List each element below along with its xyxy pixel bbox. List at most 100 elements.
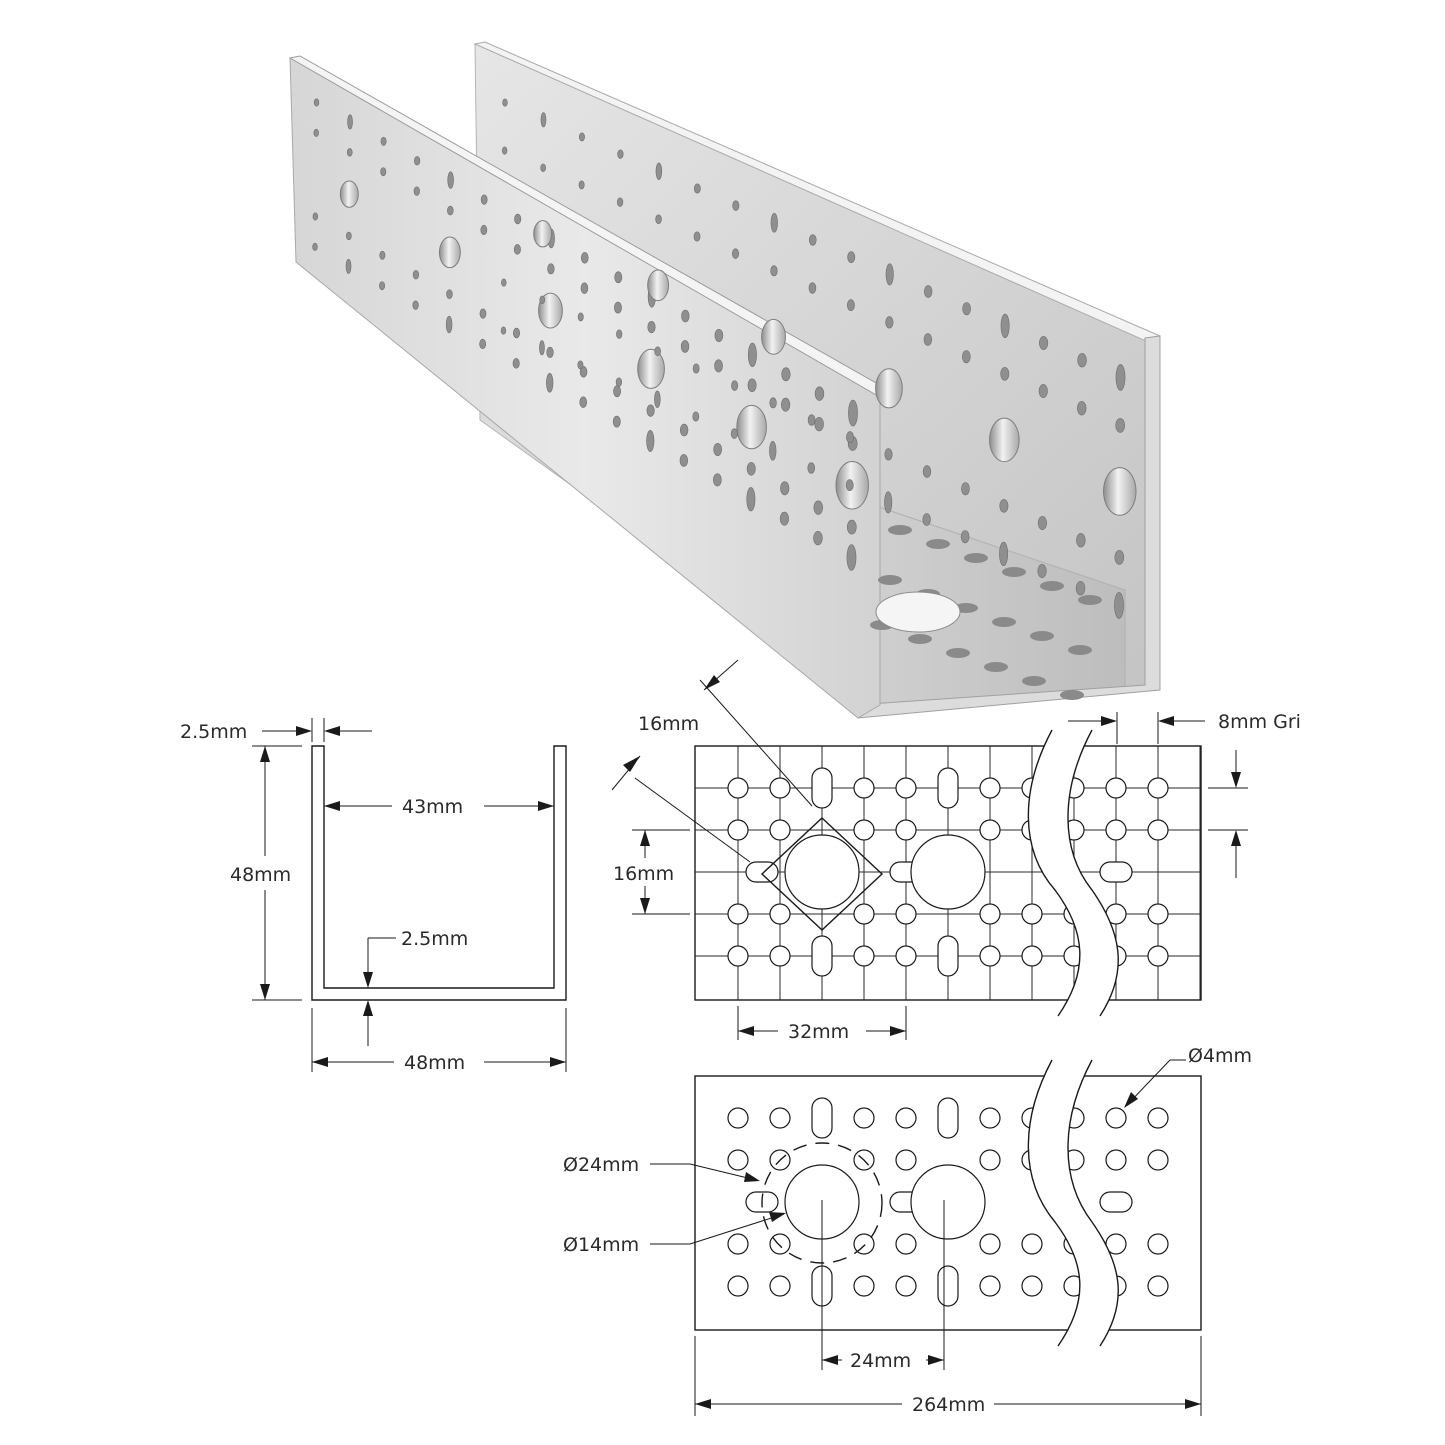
floor-hole: [878, 575, 902, 585]
small-hole: [979, 777, 1001, 799]
floor-hole: [992, 617, 1016, 627]
small-perforation: [579, 366, 588, 378]
channel-3d-render: [288, 41, 1161, 719]
small-hole: [895, 1149, 917, 1171]
large-bore-hole: [875, 368, 903, 409]
small-hole: [769, 819, 791, 841]
small-perforation: [1037, 564, 1047, 578]
small-hole: [895, 1107, 917, 1129]
small-hole: [727, 1233, 749, 1255]
small-perforation: [732, 200, 740, 211]
small-hole: [853, 819, 875, 841]
small-perforation: [884, 491, 893, 514]
channel-section-view: 2.5mm 43mm 48mm 2.5mm 48mm: [180, 718, 567, 1074]
small-perforation: [346, 231, 352, 241]
small-perforation: [578, 180, 585, 190]
floor-hole: [1060, 690, 1084, 700]
small-perforation: [578, 132, 585, 142]
small-hole: [1147, 903, 1169, 925]
small-perforation: [547, 263, 555, 275]
small-perforation: [447, 205, 454, 216]
small-perforation: [617, 197, 624, 207]
floor-bore-hole: [875, 591, 961, 633]
small-perforation: [713, 473, 722, 487]
small-perforation: [616, 329, 623, 339]
small-perforation: [312, 212, 319, 221]
small-perforation: [617, 149, 624, 159]
small-perforation: [732, 248, 739, 259]
slot-horizontal: [745, 861, 779, 883]
small-hole: [1021, 945, 1043, 967]
small-perforation: [655, 162, 663, 180]
small-hole: [895, 945, 917, 967]
slot-vertical: [811, 1097, 833, 1139]
small-perforation: [514, 213, 522, 225]
hole-grid-view: 16mm 8mm Gri 16mm 32mm: [611, 659, 1301, 1043]
small-hole: [1147, 1275, 1169, 1297]
small-perforation: [999, 499, 1009, 513]
small-perforation: [731, 380, 739, 391]
inner-width-label: 43mm: [402, 796, 463, 818]
slot-vertical: [937, 1265, 959, 1307]
small-perforation: [884, 448, 893, 461]
small-perforation: [681, 309, 690, 323]
floor-hole: [926, 539, 950, 549]
small-perforation: [814, 386, 825, 401]
small-hole: [1147, 777, 1169, 799]
floor-hole: [908, 634, 932, 644]
floor-hole: [946, 648, 970, 658]
small-perforation: [1077, 401, 1087, 416]
small-perforation: [848, 399, 858, 427]
small-perforation: [654, 390, 661, 408]
floor-hole: [1040, 581, 1064, 591]
small-perforation: [502, 98, 508, 107]
small-perforation: [813, 500, 823, 515]
small-perforation: [923, 333, 933, 346]
small-perforation: [808, 282, 817, 294]
hole-dimension-view: Ø4mm Ø24mm Ø14mm 24mm 264mm: [563, 1045, 1252, 1416]
small-perforation: [1075, 581, 1086, 596]
vertical-spacing-label: 16mm: [613, 863, 674, 885]
small-perforation: [480, 224, 488, 235]
small-perforation: [513, 244, 521, 255]
small-hole: [1105, 819, 1127, 841]
small-hole: [895, 819, 917, 841]
small-perforation: [747, 378, 757, 392]
small-perforation: [808, 234, 817, 246]
small-hole: [769, 1233, 791, 1255]
small-perforation: [770, 265, 778, 277]
small-perforation: [500, 326, 507, 335]
small-perforation: [780, 481, 790, 496]
large-bore-hole: [761, 318, 786, 355]
small-perforation: [655, 214, 662, 225]
small-perforation: [923, 285, 933, 298]
small-perforation: [770, 213, 778, 233]
slot-horizontal: [1099, 1191, 1133, 1213]
small-perforation: [922, 465, 932, 478]
small-hole: [979, 1233, 1001, 1255]
small-perforation: [479, 338, 487, 349]
small-perforation: [546, 346, 554, 358]
small-hole: [979, 819, 1001, 841]
slot-vertical: [811, 935, 833, 977]
small-perforation: [312, 242, 318, 251]
floor-hole: [888, 525, 912, 535]
slot-vertical: [937, 935, 959, 977]
small-perforation: [614, 301, 622, 314]
small-perforation: [922, 513, 931, 526]
small-perforation: [580, 282, 589, 294]
wall-thickness-label: 2.5mm: [180, 721, 247, 743]
large-bore-hole: [637, 348, 665, 389]
small-perforation: [313, 128, 319, 137]
small-perforation: [885, 316, 894, 329]
small-hole: [853, 945, 875, 967]
small-hole: [895, 1233, 917, 1255]
small-perforation: [960, 530, 970, 544]
small-hole: [727, 1149, 749, 1171]
small-perforation: [413, 186, 420, 196]
small-perforation: [346, 148, 353, 157]
break-gap-top: [1028, 730, 1119, 1016]
small-perforation: [807, 414, 816, 426]
large-bore-hole: [647, 269, 670, 302]
